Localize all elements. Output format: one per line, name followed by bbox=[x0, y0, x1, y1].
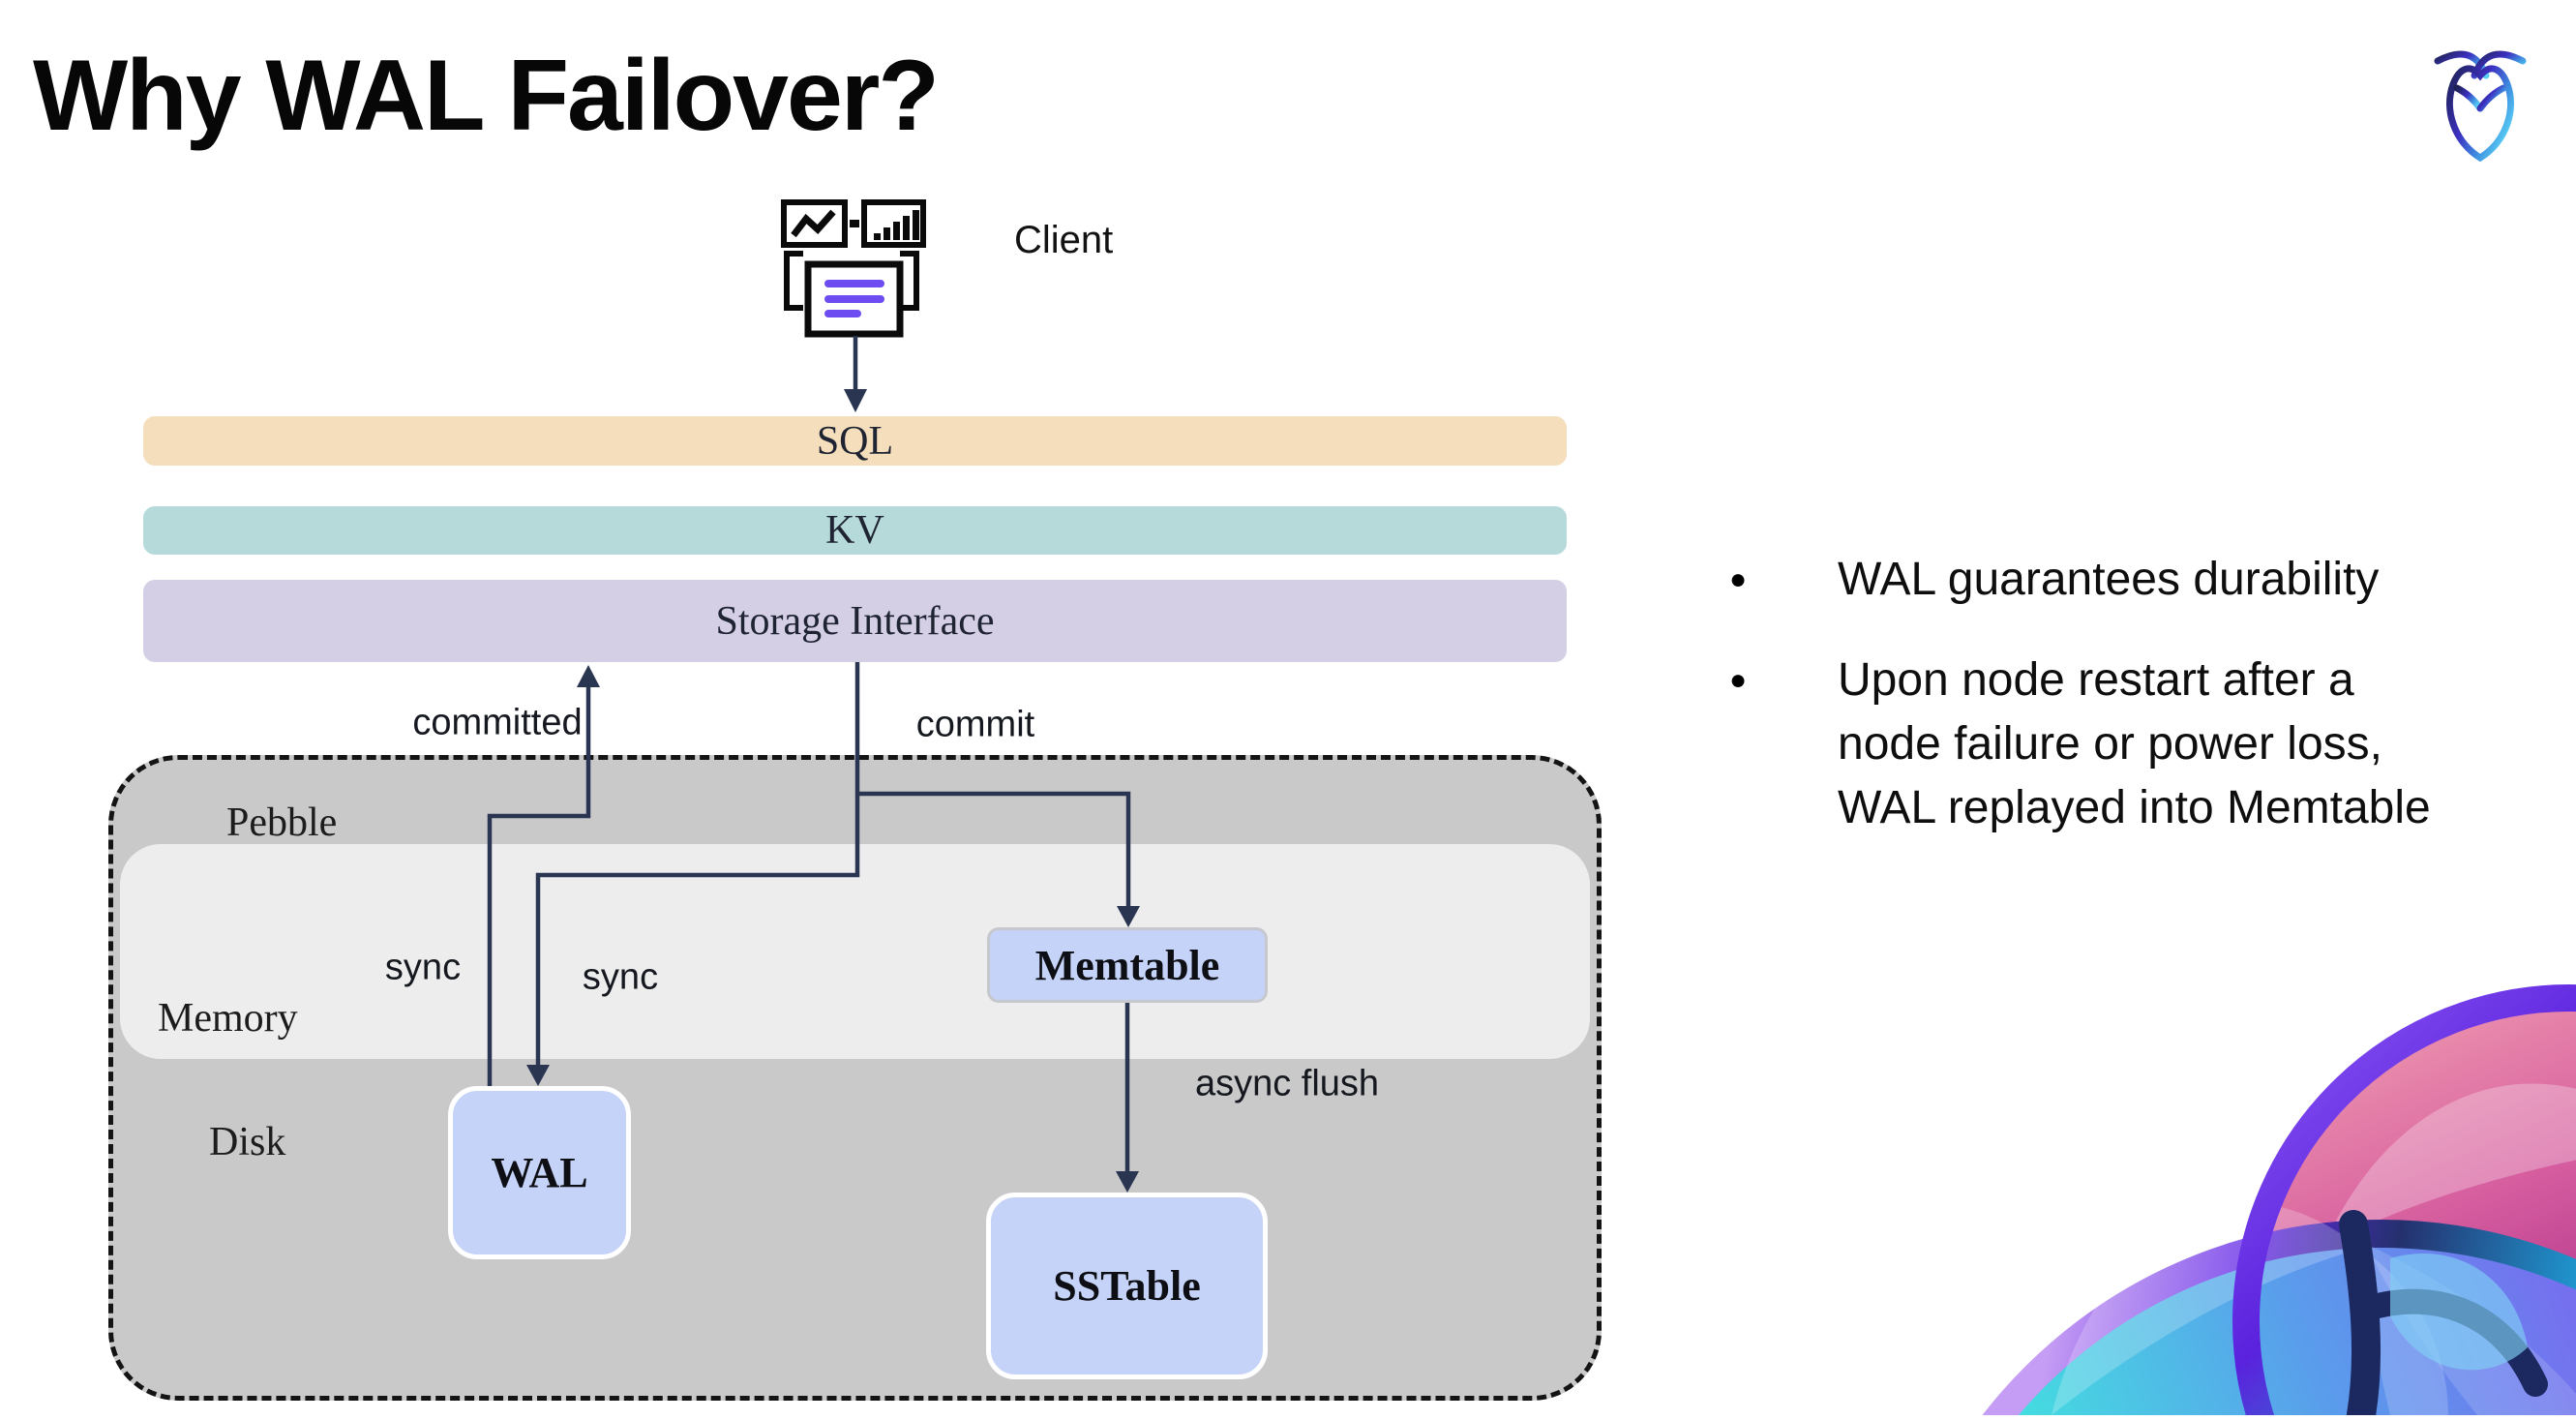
disk-label: Disk bbox=[209, 1120, 286, 1164]
layer-bar-storage-interface: Storage Interface bbox=[143, 580, 1567, 662]
bullet-text: Upon node restart after a node failure o… bbox=[1838, 654, 2431, 833]
edge-label-committed: committed bbox=[412, 702, 583, 743]
client-label: Client bbox=[1014, 219, 1114, 261]
bullet-dot-icon: ● bbox=[1729, 664, 1748, 696]
node-sstable: SSTable bbox=[986, 1193, 1268, 1379]
layer-bar-sql: SQL bbox=[143, 416, 1567, 466]
edge-label-commit: commit bbox=[915, 704, 1035, 745]
node-memtable: Memtable bbox=[987, 927, 1268, 1003]
memory-label: Memory bbox=[158, 996, 298, 1041]
right-bracket-icon bbox=[900, 251, 919, 311]
cockroach-gradient-art-svg bbox=[1978, 984, 2576, 1420]
bullet-dot-icon: ● bbox=[1729, 563, 1748, 595]
layer-label-kv: KV bbox=[825, 508, 884, 553]
left-bracket-icon bbox=[784, 251, 803, 311]
bullet-text: WAL guarantees durability bbox=[1838, 554, 2380, 605]
edge-label-sync-left: sync bbox=[384, 947, 462, 988]
pebble-label: Pebble bbox=[226, 801, 338, 845]
bullet-list: ● WAL guarantees durability ● Upon node … bbox=[1723, 548, 2536, 840]
layer-bar-kv: KV bbox=[143, 506, 1567, 555]
memory-band bbox=[120, 844, 1590, 1059]
bar-chart-icon bbox=[861, 199, 926, 248]
page-title: Why WAL Failover? bbox=[33, 40, 940, 152]
line-chart-icon bbox=[781, 199, 848, 248]
memtable-label: Memtable bbox=[1034, 941, 1220, 989]
wal-label: WAL bbox=[491, 1149, 588, 1196]
corner-gradient-art bbox=[1899, 929, 2576, 1420]
beetle-logo-svg bbox=[2434, 50, 2527, 163]
layer-label-sql: SQL bbox=[816, 418, 894, 464]
edge-label-sync-right: sync bbox=[582, 956, 659, 998]
list-item: ● Upon node restart after a node failure… bbox=[1723, 649, 2536, 840]
node-wal: WAL bbox=[448, 1086, 631, 1259]
edge-label-async-flush: async flush bbox=[1194, 1063, 1380, 1104]
list-item: ● WAL guarantees durability bbox=[1723, 548, 2536, 612]
layer-label-storage-interface: Storage Interface bbox=[715, 598, 995, 644]
cockroachdb-logo-icon bbox=[2433, 45, 2528, 167]
sstable-label: SSTable bbox=[1053, 1262, 1201, 1310]
